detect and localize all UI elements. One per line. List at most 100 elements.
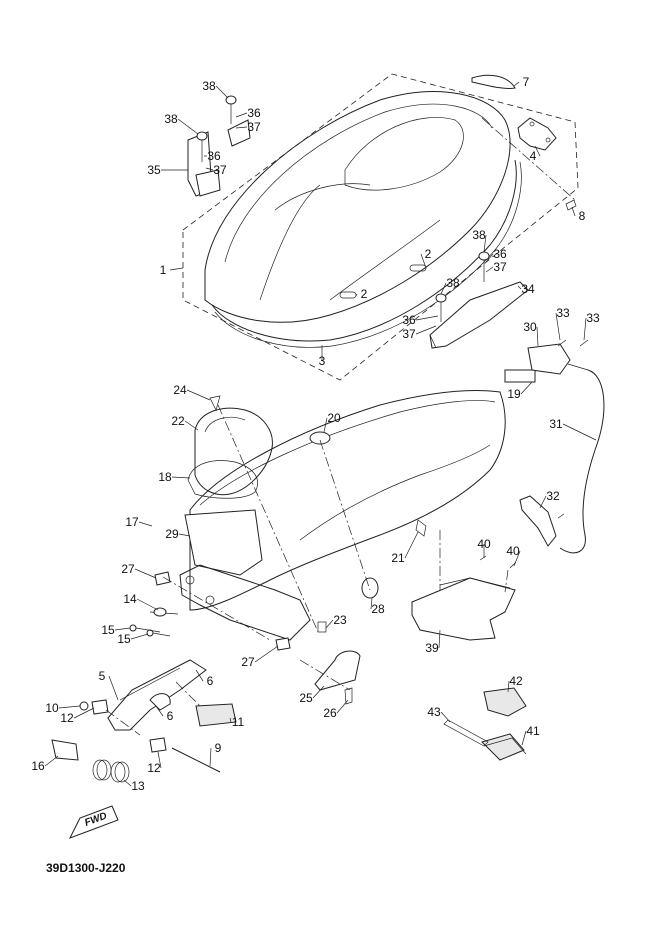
nut-10	[79, 701, 89, 711]
leader-line-34	[517, 285, 522, 290]
forward-arrow-icon	[68, 805, 119, 839]
diagram-code: 39D1300-J220	[46, 861, 126, 875]
seat-handle-upper	[409, 264, 427, 272]
leader-line-2	[420, 253, 427, 269]
leader-line-38	[440, 282, 447, 295]
bumper-38-d	[435, 293, 447, 303]
collar-12-a	[91, 699, 109, 715]
seat-lock-bracket	[517, 117, 557, 151]
callout-11: 11	[232, 715, 245, 729]
grommet-28	[361, 577, 379, 599]
callout-28: 28	[371, 602, 385, 616]
callout-1: 1	[160, 263, 167, 277]
callout-38: 38	[164, 112, 178, 126]
screw-26	[344, 687, 353, 705]
screw-8	[565, 199, 577, 211]
screw-33-a	[557, 339, 567, 347]
leader-line-39	[438, 629, 441, 649]
leader-line-4	[534, 145, 541, 157]
lock-cylinder-32	[519, 495, 557, 547]
leader-line-27	[134, 568, 157, 579]
callout-6: 6	[207, 674, 214, 688]
manual-41	[481, 733, 525, 761]
seat-emblem	[471, 74, 516, 89]
leader-line-9	[209, 747, 212, 767]
leader-line-11	[229, 717, 232, 723]
rear-bracket-assembly	[51, 659, 237, 783]
leader-line-36	[235, 112, 248, 118]
leader-line-42	[507, 680, 510, 693]
seat-lock-cable-assembly	[519, 339, 605, 554]
callout-31: 31	[549, 417, 563, 431]
callout-38: 38	[472, 228, 486, 242]
callout-36: 36	[493, 247, 507, 261]
callout-24: 24	[173, 383, 187, 397]
plate-16	[51, 739, 79, 761]
lower-cover-assembly	[411, 530, 517, 641]
callout-4: 4	[530, 149, 537, 163]
leader-line-32	[539, 495, 547, 509]
leader-line-6	[195, 669, 204, 682]
callout-21: 21	[391, 551, 405, 565]
leader-line-27	[254, 645, 279, 663]
leader-line-41	[521, 730, 527, 746]
rod-9	[171, 747, 221, 773]
callout-38: 38	[446, 276, 460, 290]
leader-line-12	[157, 751, 162, 769]
callout-2: 2	[361, 287, 368, 301]
clip-40-a	[479, 555, 487, 561]
callout-17: 17	[125, 515, 139, 529]
callout-25: 25	[299, 691, 313, 705]
callout-9: 9	[215, 741, 222, 755]
leader-line-8	[571, 206, 576, 217]
under-cover-39	[411, 577, 516, 641]
callout-23: 23	[333, 613, 347, 627]
callout-33: 33	[556, 306, 570, 320]
holder-25	[314, 650, 361, 691]
bolt-27-a	[154, 571, 171, 586]
callout-36: 36	[402, 313, 416, 327]
callout-41: 41	[526, 724, 540, 738]
callout-30: 30	[523, 320, 537, 334]
bolt-15-a	[129, 624, 137, 632]
screw-33-b	[579, 339, 589, 347]
leader-line-30	[536, 326, 539, 347]
leader-line-1	[169, 267, 184, 271]
callout-22: 22	[171, 414, 185, 428]
leader-line-29	[178, 533, 191, 537]
band-43	[443, 719, 489, 747]
leader-line-28	[370, 597, 373, 610]
leader-line-37	[485, 266, 494, 273]
bumper-38-b	[196, 131, 208, 141]
leader-line-37	[205, 167, 214, 171]
leader-lines	[44, 81, 597, 787]
leader-line-25	[312, 685, 325, 699]
bumper-38-c	[478, 251, 490, 261]
callout-27: 27	[241, 655, 255, 669]
callout-36: 36	[247, 106, 261, 120]
callout-37: 37	[213, 163, 227, 177]
leader-line-37	[415, 325, 437, 335]
callout-19: 19	[507, 387, 521, 401]
collar-14	[153, 607, 167, 617]
caution-label-11	[195, 703, 237, 727]
callout-10: 10	[45, 701, 59, 715]
leader-line-23	[325, 619, 334, 629]
callout-40: 40	[506, 544, 520, 558]
drain-plug	[309, 431, 331, 445]
leader-line-38	[177, 118, 199, 135]
callout-29: 29	[165, 527, 179, 541]
callout-16: 16	[31, 759, 45, 773]
callout-40: 40	[477, 537, 491, 551]
rubber-pad-19	[504, 369, 536, 383]
leader-line-7	[513, 81, 520, 87]
cover-seal-ring	[187, 460, 258, 499]
callout-43: 43	[427, 705, 441, 719]
callout-5: 5	[99, 669, 106, 683]
callout-8: 8	[579, 209, 586, 223]
seat-handle-lower	[339, 291, 357, 299]
leader-line-38	[215, 85, 229, 99]
callout-3: 3	[319, 354, 326, 368]
